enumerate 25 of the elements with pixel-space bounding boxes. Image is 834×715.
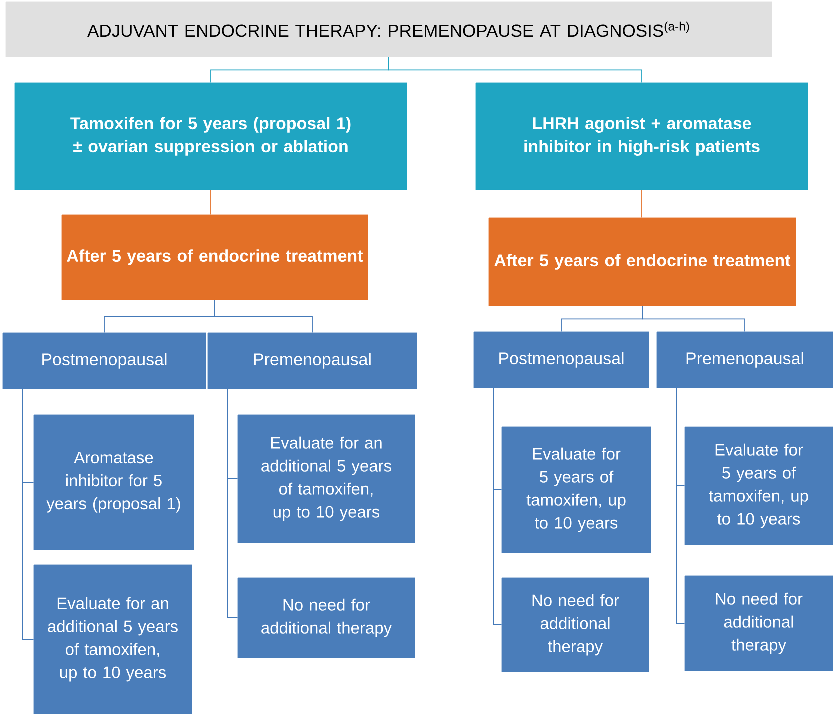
connector-line xyxy=(22,388,34,640)
connector-line xyxy=(210,190,212,216)
option-box: Evaluate for an additional 5 years of tamoxifen, up to 10 years xyxy=(238,414,416,544)
therapy-box: Tamoxifen for 5 years (proposal 1) ± ovarian suppression or ablation xyxy=(14,82,408,190)
option-box: No need for additional therapy xyxy=(238,578,416,658)
connector-line xyxy=(493,388,502,626)
stage-box: After 5 years of endocrine treatment xyxy=(488,218,796,306)
title-box: ADJUVANT ENDOCRINE THERAPY: PREMENOPAUSE AT DIAGNOSIS$^{(a-h)}$ xyxy=(6,2,772,58)
status-box: Premenopausal xyxy=(208,332,418,390)
therapy-box: LHRH agonist + aromatase inhibitor in high-risk patients xyxy=(476,82,808,190)
status-box: Postmenopausal xyxy=(474,332,650,388)
connector-line xyxy=(388,56,642,84)
option-box: Evaluate for 5 years of tamoxifen, up to 10 years xyxy=(684,426,834,546)
option-box: Aromatase inhibitor for 5 years (proposal 1) xyxy=(34,414,194,550)
stage-box: After 5 years of endocrine treatment xyxy=(62,214,368,300)
connector-line xyxy=(642,306,746,332)
option-box: Evaluate for 5 years of tamoxifen, up to 10 years xyxy=(502,426,652,554)
connector-line xyxy=(214,300,313,334)
connector-line xyxy=(676,388,686,624)
status-box: Postmenopausal xyxy=(2,332,206,390)
option-box: No need for additional therapy xyxy=(684,576,834,672)
connector-line xyxy=(227,388,238,618)
option-box: Evaluate for an additional 5 years of tamoxifen, up to 10 years xyxy=(34,564,192,714)
option-box: No need for additional therapy xyxy=(502,578,650,672)
status-box: Premenopausal xyxy=(656,332,834,388)
